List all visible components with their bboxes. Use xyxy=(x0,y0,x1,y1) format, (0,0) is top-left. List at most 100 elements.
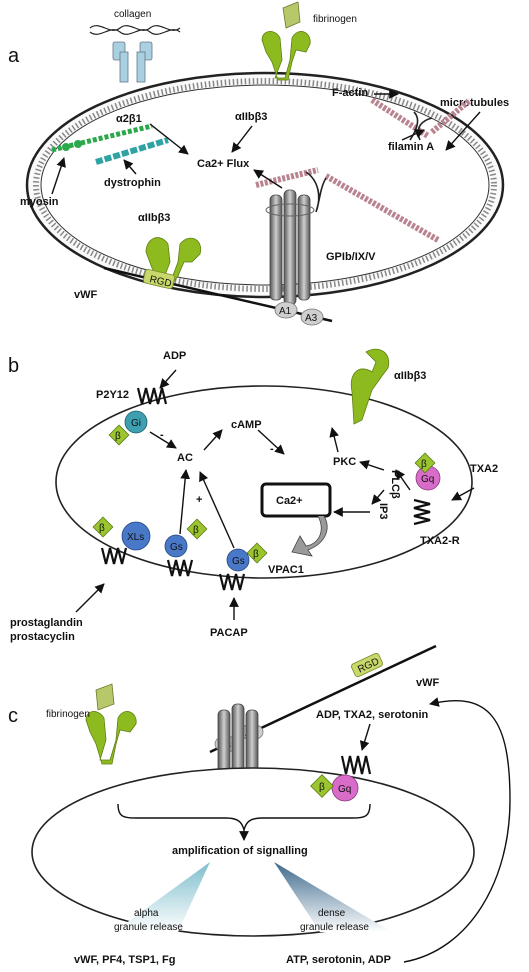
integrin-label-b: αIIbβ3 xyxy=(394,370,426,382)
a1-label-a: A1 xyxy=(279,306,292,317)
beta-subunit-xls xyxy=(92,516,114,538)
txa2-label-b: TXA2 xyxy=(470,463,498,475)
arrow-filamin xyxy=(401,129,425,141)
minus-label-2: - xyxy=(270,443,274,455)
prostacyclin-label: prostacyclin xyxy=(10,631,75,643)
txa2r-label: TXA2-R xyxy=(420,535,460,547)
beta-label-gi: β xyxy=(115,431,121,442)
p2y12-receptor xyxy=(136,387,168,405)
microtubule-ring xyxy=(33,78,497,292)
beta-subunit-c xyxy=(310,774,334,798)
myosin-filament xyxy=(51,123,153,153)
gpib-label: GPIb/IX/V xyxy=(326,251,376,263)
vpac1-label: VPAC1 xyxy=(268,564,304,576)
arrow-gs2-ac xyxy=(199,471,235,549)
arrow-dystrophin xyxy=(123,159,137,175)
gpib-ix-v-complex xyxy=(265,189,315,306)
ac-label: AC xyxy=(177,452,193,464)
prostaglandin-label: prostaglandin xyxy=(10,617,83,629)
rgd-box-a xyxy=(143,269,175,289)
agonists-label: ADP, TXA2, serotonin xyxy=(316,709,429,721)
arrow-a2b1-ca xyxy=(149,123,189,155)
vwf-label-c: vWF xyxy=(416,677,440,689)
gs-label-1: Gs xyxy=(170,542,183,553)
f-actin-filamin-lower xyxy=(255,167,440,243)
arrow-microtubules xyxy=(445,111,481,151)
dense-products-label: ATP, serotonin, ADP xyxy=(286,954,391,966)
arrow-gs1-ac xyxy=(179,469,191,535)
beta-label-gs1: β xyxy=(193,525,199,536)
calcium-store xyxy=(260,482,332,518)
camp-label: cAMP xyxy=(231,419,262,431)
rgd-label-a: RGD xyxy=(148,274,172,290)
gs-receptor-1 xyxy=(166,559,194,577)
vwf-label-a: vWF xyxy=(74,289,98,301)
arrow-integrin-ca xyxy=(231,125,253,153)
arrow-prostaglandin xyxy=(75,583,105,613)
arrow-pkc-integrin xyxy=(329,427,339,453)
panel-c: c RGD vWF A3 A1 fibrinogen ADP, TXA2, se… xyxy=(8,644,511,966)
arrow-plcb-pkc xyxy=(359,460,385,471)
fibrinogen-c xyxy=(95,683,115,711)
gi-label: Gi xyxy=(131,418,141,429)
gq-label-c: Gq xyxy=(338,784,351,795)
adp-label-b: ADP xyxy=(163,350,186,362)
alpha2beta1-label: α2β1 xyxy=(116,113,142,125)
dense-label-2: granule release xyxy=(300,922,369,933)
prostaglandin-receptor xyxy=(100,547,128,565)
panel-c-label: c xyxy=(8,705,18,727)
panel-b: b ADP P2Y12 Gi β cAMP AC - - + αIIbβ3 PK… xyxy=(8,348,498,643)
arrow-plcb-ip3 xyxy=(371,489,385,505)
integrin-label-lower: αIIbβ3 xyxy=(138,212,170,224)
myosin-label: myosin xyxy=(20,196,59,208)
rgd-box-c xyxy=(351,652,383,678)
ca-flux-label: Ca2+ Flux xyxy=(197,158,250,170)
ip3-label: IP3 xyxy=(377,503,389,520)
fibrinogen-integrin-top xyxy=(261,1,311,81)
p2y12-label: P2Y12 xyxy=(96,389,129,401)
arrow-gi-ac xyxy=(149,431,177,449)
dystrophin-filament xyxy=(95,137,169,165)
dystrophin-label: dystrophin xyxy=(104,177,161,189)
beta-label-gs2: β xyxy=(253,549,259,560)
txa2-receptor xyxy=(413,498,431,526)
beta-subunit-gs2 xyxy=(246,542,268,564)
minus-label-1: - xyxy=(160,429,164,441)
fibrinogen-label: fibrinogen xyxy=(313,14,357,25)
gq-label-b: Gq xyxy=(421,474,434,485)
dense-granule-cone xyxy=(274,862,392,932)
collagen-fibre xyxy=(89,25,181,35)
gi-protein xyxy=(124,410,148,434)
arrow-adp-p2y12 xyxy=(159,369,177,389)
alpha-label-1: alpha xyxy=(134,908,159,919)
a3-label-a: A3 xyxy=(305,313,318,324)
arrow-ac-camp xyxy=(203,429,223,451)
amplification-label: amplification of signalling xyxy=(172,845,308,857)
alpha-products-label: vWF, PF4, TSP1, Fg xyxy=(74,954,175,966)
arrow-gpib-ca xyxy=(253,169,283,189)
beta-subunit-gs1 xyxy=(186,518,208,540)
calcium-label: Ca2+ xyxy=(276,495,303,507)
gs-protein-1 xyxy=(164,534,188,558)
integrin-c xyxy=(85,711,137,765)
alpha2beta1-receptor xyxy=(112,41,153,83)
collagen-label: collagen xyxy=(114,9,151,20)
arrow-myosin xyxy=(51,157,66,195)
f-actin-label: F-actin xyxy=(332,87,368,99)
alpha-granule-cone xyxy=(114,862,210,932)
agonist-receptor-c xyxy=(340,755,372,775)
a1-domain-a xyxy=(274,301,298,319)
dense-label-1: dense xyxy=(318,908,346,919)
pkc-label: PKC xyxy=(333,456,356,468)
fibrinogen-label-c: fibrinogen xyxy=(46,709,90,720)
gs-protein-2 xyxy=(226,548,250,572)
beta-subunit-gi xyxy=(108,424,130,446)
arrow-camp-pkc xyxy=(257,429,285,455)
integrin-b xyxy=(350,348,390,425)
beta-label-c: β xyxy=(319,782,325,793)
microtubules-label: microtubules xyxy=(440,97,509,109)
gq-protein-c xyxy=(331,774,359,802)
plus-label: + xyxy=(196,494,202,506)
panel-a: a collagen fibrinogen α2β1 αIIbβ3 F-acti… xyxy=(8,1,509,326)
gs-label-2: Gs xyxy=(232,556,245,567)
